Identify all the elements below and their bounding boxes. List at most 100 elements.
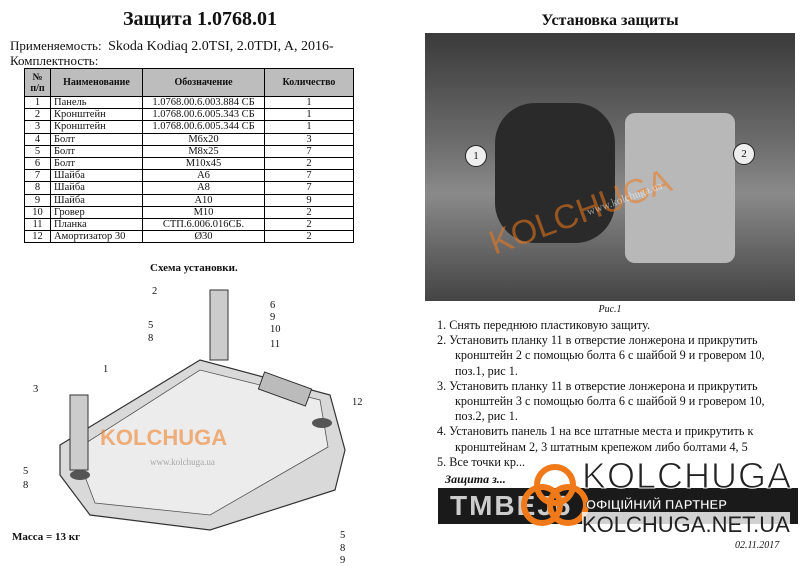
callout: 8 [23, 480, 29, 491]
step: 3. Установить планку 11 в отверстие лонж… [437, 378, 765, 424]
table-cell: 7 [264, 144, 354, 158]
table-cell: 12 [24, 230, 51, 244]
table-cell: СТП.6.006.016СБ. [142, 217, 265, 232]
step: 2. Установить планку 11 в отверстие лонж… [437, 333, 765, 378]
step: 4. Установить панель 1 на все штатные ме… [437, 424, 754, 454]
table-cell: Гровер [50, 205, 143, 219]
table-cell: Панель [50, 95, 143, 110]
engine-block [495, 103, 615, 243]
table-cell: 2 [264, 205, 354, 219]
table-cell: 1 [264, 108, 354, 122]
callout: 1 [103, 364, 109, 375]
table-cell: A10 [142, 193, 265, 207]
callout: 2 [152, 286, 158, 297]
table-cell: A6 [142, 169, 265, 183]
table-cell: 3 [264, 132, 354, 146]
table-cell: 3 [24, 120, 51, 134]
table-cell: 7 [264, 181, 354, 195]
callout: 6 [270, 300, 276, 311]
installation-photo: 1 2 KOLCHUGA www.kolchuga.ua [425, 33, 795, 301]
callout: 5 [340, 530, 346, 541]
kit-label: Комплектность: [10, 53, 99, 68]
table-cell: 10 [24, 205, 51, 219]
callout: 11 [270, 339, 281, 350]
installation-steps: 1. Снять переднюю пластиковую защиту. 2.… [437, 318, 797, 470]
col-header: Обозначение [142, 68, 265, 97]
parts-table: № п/п Наименование Обозначение Количеств… [24, 68, 354, 244]
table-header-row: № п/п Наименование Обозначение Количеств… [24, 68, 354, 97]
diagram-watermark: KOLCHUGA [100, 425, 227, 450]
table-cell: 1 [264, 95, 354, 110]
callout: 9 [340, 555, 346, 566]
scheme-title: Схема установки. [150, 262, 238, 274]
col-header: Наименование [50, 68, 143, 97]
table-cell: Шайба [50, 193, 143, 207]
table-cell: 7 [264, 169, 354, 183]
table-cell: Амортизатор 30 [50, 230, 143, 244]
applicability-label: Применяемость: [10, 38, 102, 53]
table-cell: 6 [24, 156, 51, 171]
table-cell: M10x45 [142, 156, 265, 171]
table-cell: 2 [264, 156, 354, 171]
callout: 8 [148, 333, 154, 344]
table-cell: 1.0768.00.6.003.884 СБ [142, 95, 265, 110]
table-cell: 1.0768.00.6.005.344 СБ [142, 120, 265, 134]
installation-diagram: KOLCHUGA www.kolchuga.ua [59, 289, 346, 531]
photo-callout: 1 [465, 145, 487, 167]
step: 5. Все точки кр... [437, 454, 526, 469]
logo-url: KOLCHUGA.NET.UA [582, 512, 790, 538]
diagram-watermark-url: www.kolchuga.ua [150, 457, 215, 467]
table-cell: M8x25 [142, 144, 265, 158]
mass: Масса = 13 кг [12, 531, 81, 543]
col-header: № п/п [24, 68, 51, 97]
table-cell: Шайба [50, 181, 143, 195]
callout: 5 [148, 320, 154, 331]
table-cell: 11 [24, 217, 51, 232]
installation-title: Установка защиты [541, 12, 679, 29]
table-cell: Шайба [50, 169, 143, 183]
table-cell: Кронштейн [50, 120, 143, 134]
table-cell: Болт [50, 144, 143, 158]
gearbox [625, 113, 735, 263]
table-cell: 5 [24, 144, 51, 158]
table-cell: 4 [24, 132, 51, 146]
callout: 3 [33, 384, 39, 395]
callout: 8 [340, 543, 346, 554]
table-cell: 2 [24, 108, 51, 122]
figure-caption: Рис.1 [598, 304, 622, 315]
table-cell: 9 [264, 193, 354, 207]
step: 1. Снять переднюю пластиковую защиту. [437, 318, 651, 332]
table-cell: 1 [24, 95, 51, 110]
applicability-value: Skoda Kodiaq 2.0TSI, 2.0TDI, A, 2016- [108, 39, 334, 54]
table-cell: Ø30 [142, 230, 265, 244]
table-cell: Планка [50, 217, 143, 232]
table-cell: M6x20 [142, 132, 265, 146]
callout: 5 [23, 466, 29, 477]
callout: 9 [270, 312, 276, 323]
table-cell: Болт [50, 156, 143, 171]
table-cell: 2 [264, 217, 354, 232]
callout: 12 [352, 397, 363, 408]
table-cell: 7 [24, 169, 51, 183]
logo-name: KOLCHUGA [581, 455, 793, 497]
table-cell: Кронштейн [50, 108, 143, 122]
logo-tagline: ОФІЦІЙНИЙ ПАРТНЕР [586, 497, 727, 513]
document-date: 02.11.2017 [735, 540, 780, 551]
table-cell: M10 [142, 205, 265, 219]
note: Защита з... [445, 472, 506, 486]
rings-icon [521, 464, 589, 526]
kolchuga-logo: KOLCHUGA ОФІЦІЙНИЙ ПАРТНЕР KOLCHUGA.NET.… [520, 455, 793, 545]
table-cell: 1.0768.00.6.005.343 СБ [142, 108, 265, 122]
table-cell: 8 [24, 181, 51, 195]
applicability: Применяемость: Skoda Kodiaq 2.0TSI, 2.0T… [10, 38, 334, 55]
table-cell: A8 [142, 181, 265, 195]
